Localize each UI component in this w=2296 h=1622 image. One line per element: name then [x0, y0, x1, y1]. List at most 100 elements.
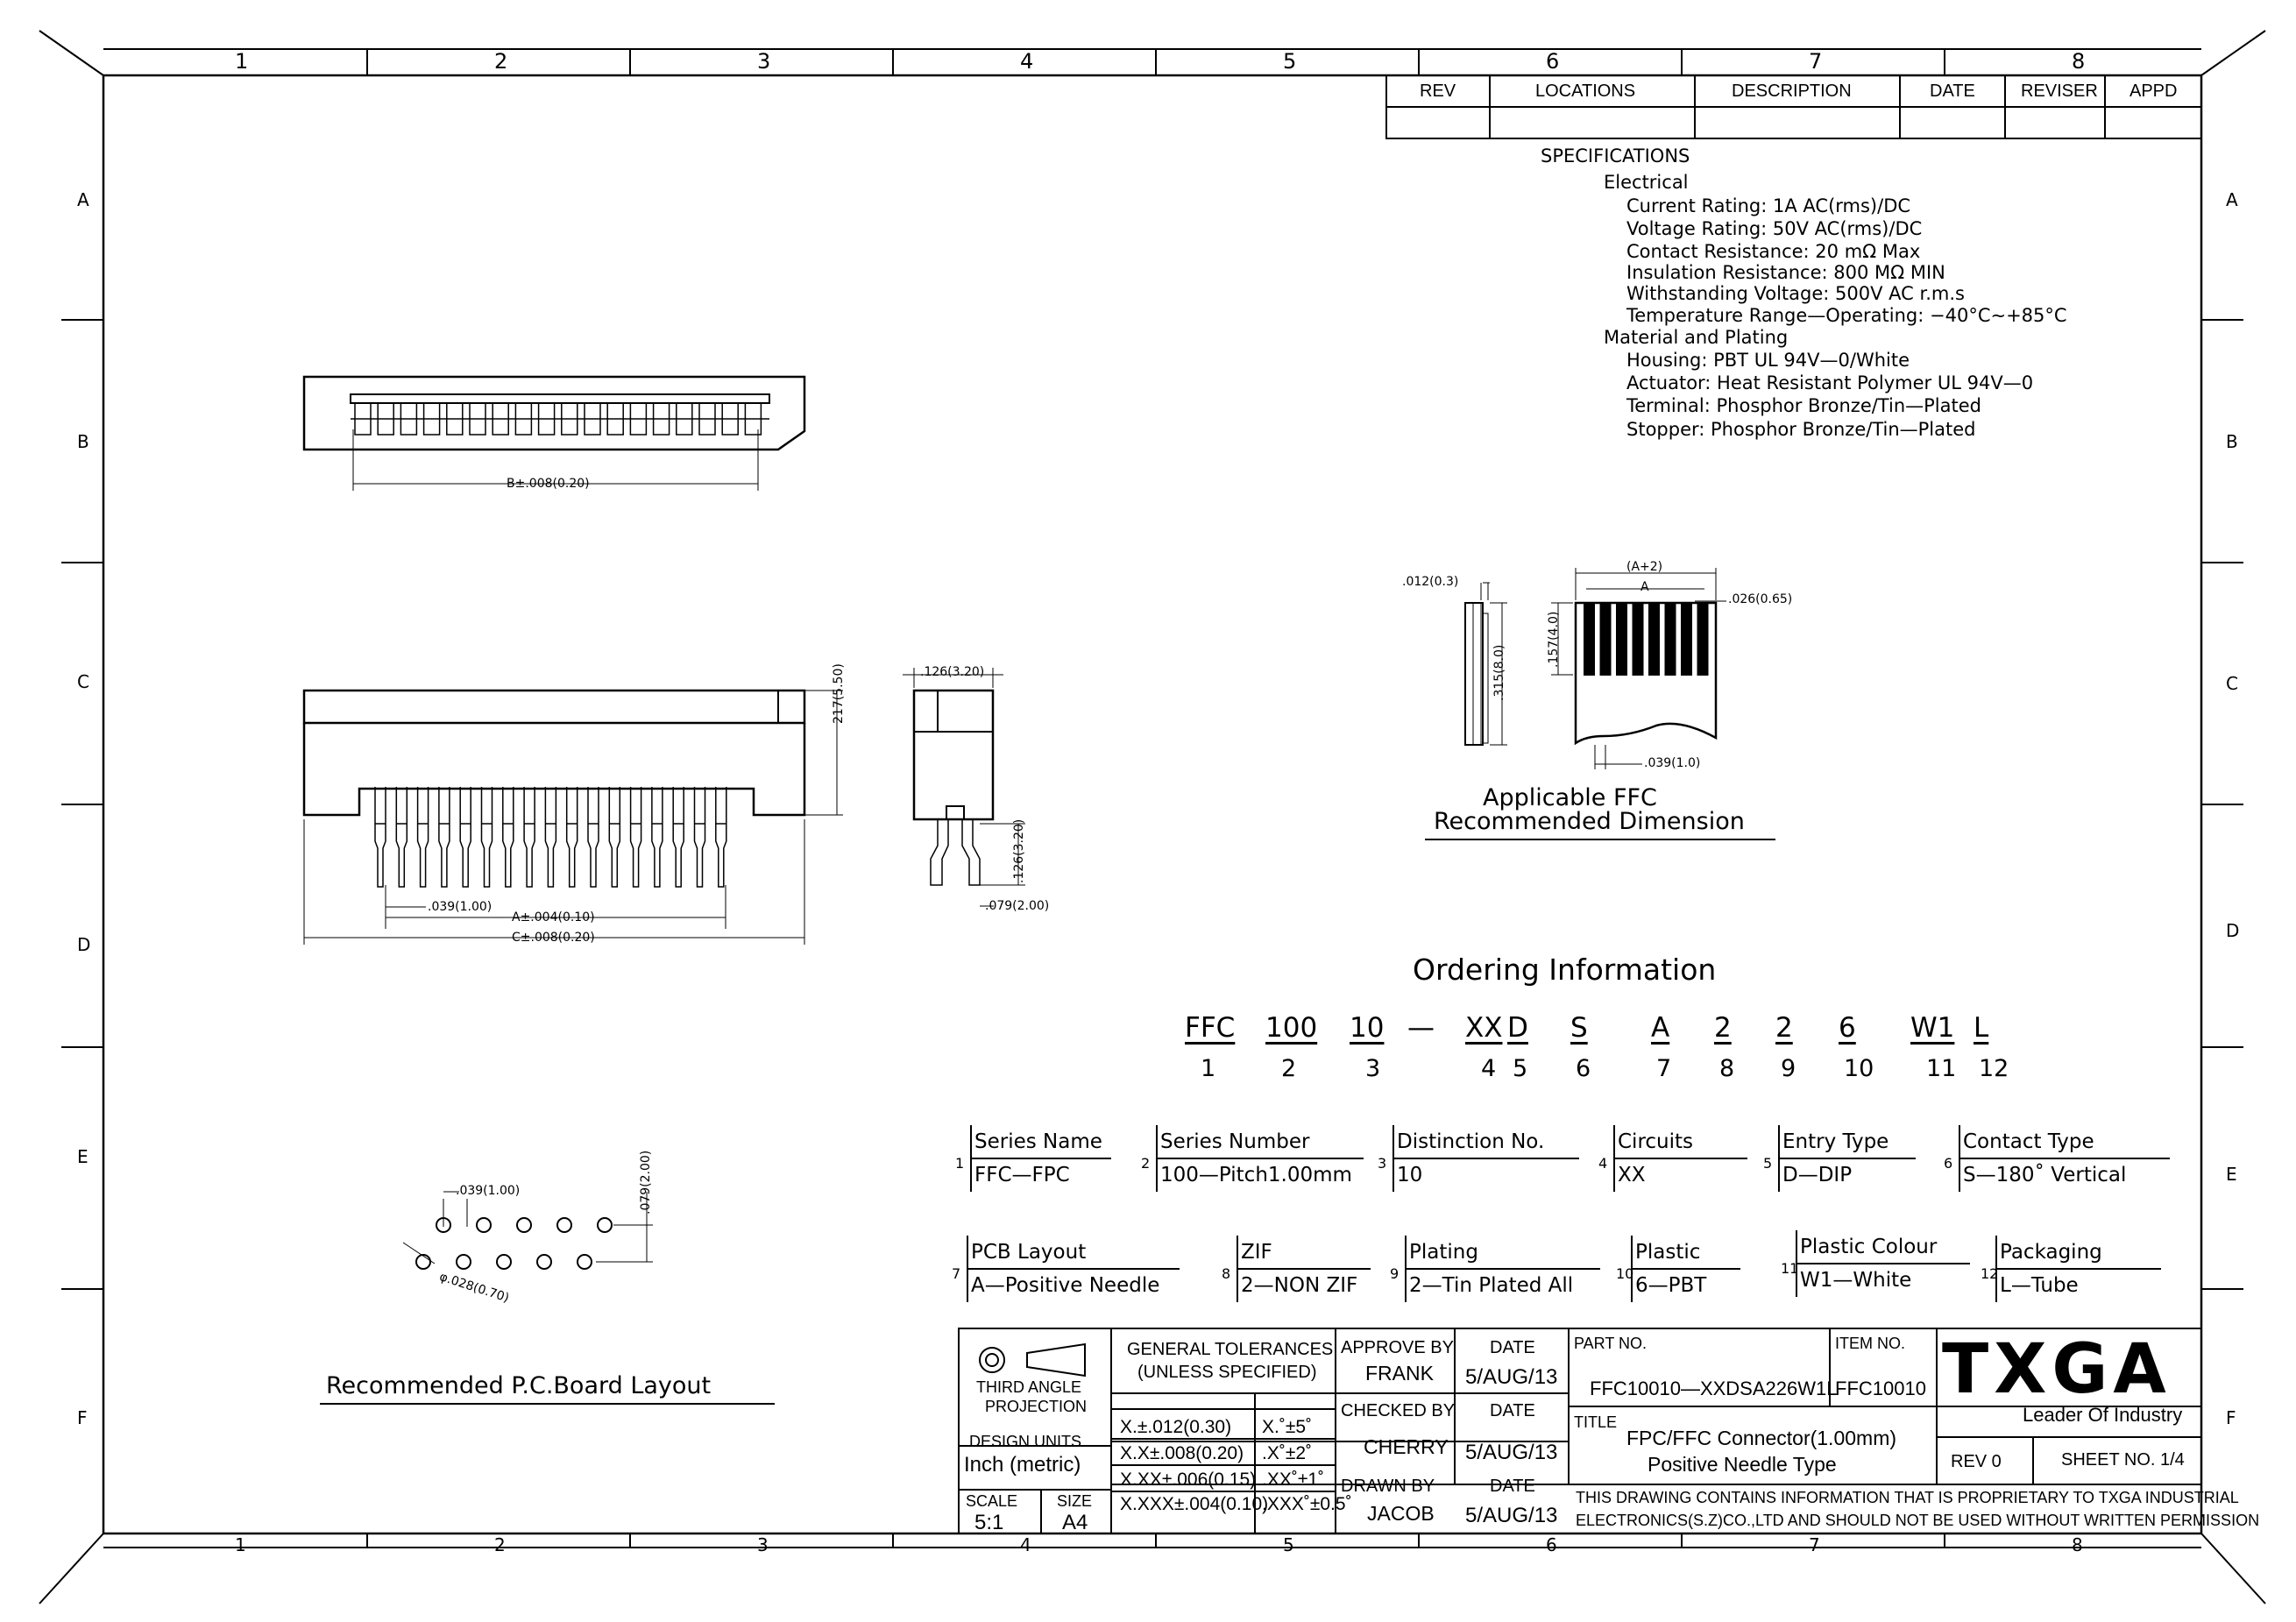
- approve-label: APPROVE BY: [1341, 1338, 1454, 1357]
- front-view-pin: [374, 787, 386, 888]
- spec-material-line: Stopper: Phosphor Bronze/Tin—Plated: [1626, 419, 1976, 440]
- ordering-field-value: 10: [1397, 1164, 1423, 1186]
- checked-date: 5/AUG/13: [1465, 1441, 1558, 1464]
- design-units-value: Inch (metric): [964, 1453, 1081, 1477]
- proprietary-notice-2: ELECTRONICS(S.Z)CO.,LTD AND SHOULD NOT B…: [1576, 1512, 2260, 1529]
- ordering-field-number: 5: [1763, 1155, 1773, 1172]
- pcb-layout-caption: Recommended P.C.Board Layout: [326, 1372, 712, 1399]
- checked-date-label: DATE: [1490, 1401, 1535, 1420]
- grid-col-8-bottom: 8: [2072, 1534, 2083, 1555]
- grid-col-7-bottom: 7: [1809, 1534, 1820, 1555]
- ordering-code-index: 1: [1201, 1055, 1216, 1082]
- dim-ffc-thick: .012(0.3): [1402, 575, 1459, 589]
- drawn-date-label: DATE: [1490, 1477, 1535, 1496]
- ordering-code-index: 12: [1979, 1055, 2009, 1082]
- ordering-code-index: 7: [1656, 1055, 1672, 1082]
- front-view-pin: [502, 787, 514, 888]
- front-view-pin: [629, 787, 642, 888]
- rev-header-description: DESCRIPTION: [1732, 81, 1852, 101]
- front-view-pin: [480, 787, 493, 888]
- front-view-pin: [693, 787, 706, 888]
- projection-label-2: PROJECTION: [985, 1398, 1088, 1415]
- ordering-field-title: ZIF: [1241, 1241, 1272, 1264]
- drawn-label: DRAWN BY: [1341, 1477, 1435, 1496]
- ordering-code-segment: 100: [1265, 1012, 1318, 1044]
- tolerance-linear: X.X±.008(0.20): [1120, 1443, 1244, 1463]
- ordering-code-segment: A: [1651, 1012, 1670, 1044]
- spec-material-title: Material and Plating: [1604, 327, 1789, 348]
- pcb-hole: [597, 1217, 613, 1233]
- revision-value: REV 0: [1951, 1452, 2002, 1471]
- ordering-field-value: XX: [1618, 1164, 1646, 1186]
- logo-tagline: Leader Of Industry: [2023, 1404, 2183, 1426]
- ordering-field-title: Distinction No.: [1397, 1130, 1545, 1153]
- ordering-code-index: 5: [1513, 1055, 1528, 1082]
- ordering-field-value: S—180˚ Vertical: [1963, 1164, 2127, 1186]
- grid-col-7: 7: [1809, 49, 1823, 74]
- pcb-hole: [496, 1254, 512, 1270]
- title-label: TITLE: [1574, 1413, 1618, 1431]
- dim-ffc-len: .315(8.0): [1492, 644, 1506, 701]
- tolerances-title-1: GENERAL TOLERANCES: [1127, 1340, 1334, 1359]
- checked-label: CHECKED BY: [1341, 1401, 1456, 1420]
- item-no: FFC10010: [1835, 1378, 1926, 1399]
- ordering-field-title: Plastic Colour: [1800, 1236, 1938, 1258]
- ordering-field-number: 9: [1390, 1265, 1400, 1282]
- dim-ffc-a: A: [1641, 580, 1649, 594]
- dim-top-b: B±.008(0.20): [507, 477, 590, 491]
- front-view-pin: [715, 787, 727, 888]
- pcb-hole: [577, 1254, 592, 1270]
- grid-col-5-bottom: 5: [1283, 1534, 1294, 1555]
- rev-header-appd: APPD: [2129, 81, 2178, 101]
- drawing-title-1: FPC/FFC Connector(1.00mm): [1626, 1427, 1897, 1449]
- pcb-hole: [516, 1217, 532, 1233]
- grid-row-f: F: [77, 1407, 88, 1428]
- grid-col-1-bottom: 1: [235, 1534, 246, 1555]
- ordering-field-title: Series Name: [974, 1130, 1102, 1153]
- ordering-code-segment: 2: [1714, 1012, 1732, 1044]
- approve-date: 5/AUG/13: [1465, 1365, 1558, 1389]
- ordering-field-number: 3: [1378, 1155, 1387, 1172]
- ordering-field-value: D—DIP: [1782, 1164, 1853, 1186]
- spec-electrical-line: Withstanding Voltage: 500V AC r.m.s: [1626, 283, 1965, 304]
- front-view-pin: [608, 787, 621, 888]
- ordering-code-index: 3: [1365, 1055, 1381, 1082]
- dim-pcb-pitch: .039(1.00): [456, 1184, 521, 1198]
- ordering-code-index: 9: [1781, 1055, 1796, 1082]
- ffc-contact: [1599, 604, 1612, 676]
- spec-electrical-title: Electrical: [1604, 172, 1689, 193]
- dim-pitch: .039(1.00): [428, 900, 493, 914]
- proprietary-notice-1: THIS DRAWING CONTAINS INFORMATION THAT I…: [1576, 1489, 2239, 1506]
- pcb-hole: [415, 1254, 431, 1270]
- grid-row-f-right: F: [2226, 1407, 2236, 1428]
- ordering-field-title: Circuits: [1618, 1130, 1694, 1153]
- ffc-contact: [1632, 604, 1644, 676]
- ffc-contact: [1664, 604, 1676, 676]
- spec-electrical-line: Contact Resistance: 20 mΩ Max: [1626, 241, 1921, 262]
- ordering-code-index: 4: [1481, 1055, 1497, 1082]
- rev-header-locations: LOCATIONS: [1535, 81, 1636, 101]
- grid-row-d: D: [77, 934, 91, 955]
- dim-front-a: A±.004(0.10): [512, 910, 595, 924]
- ordering-code-segment: S: [1570, 1012, 1588, 1044]
- projection-label-1: THIRD ANGLE: [976, 1378, 1082, 1396]
- front-view-pin: [416, 787, 429, 888]
- size-value: A4: [1062, 1511, 1088, 1534]
- grid-row-d-right: D: [2226, 920, 2240, 941]
- ordering-code-segment: 6: [1839, 1012, 1856, 1044]
- ordering-field-title: Plastic: [1635, 1241, 1701, 1264]
- design-units-label: DESIGN UNITS: [969, 1433, 1082, 1450]
- rev-header-date: DATE: [1930, 81, 1975, 101]
- spec-electrical-line: Temperature Range—Operating: −40°C∼+85°C: [1626, 305, 2067, 326]
- sheet-number: SHEET NO. 1/4: [2061, 1450, 2185, 1470]
- ordering-field-title: Contact Type: [1963, 1130, 2094, 1153]
- dim-ffc-pitch: .039(1.0): [1644, 756, 1701, 770]
- front-view-pin: [587, 787, 599, 888]
- spec-title: SPECIFICATIONS: [1541, 145, 1690, 166]
- ffc-caption-2: Recommended Dimension: [1434, 808, 1745, 835]
- ordering-field-number: 6: [1944, 1155, 1953, 1172]
- grid-col-2-bottom: 2: [494, 1534, 506, 1555]
- ffc-caption-1: Applicable FFC: [1483, 784, 1657, 811]
- pcb-hole: [476, 1217, 492, 1233]
